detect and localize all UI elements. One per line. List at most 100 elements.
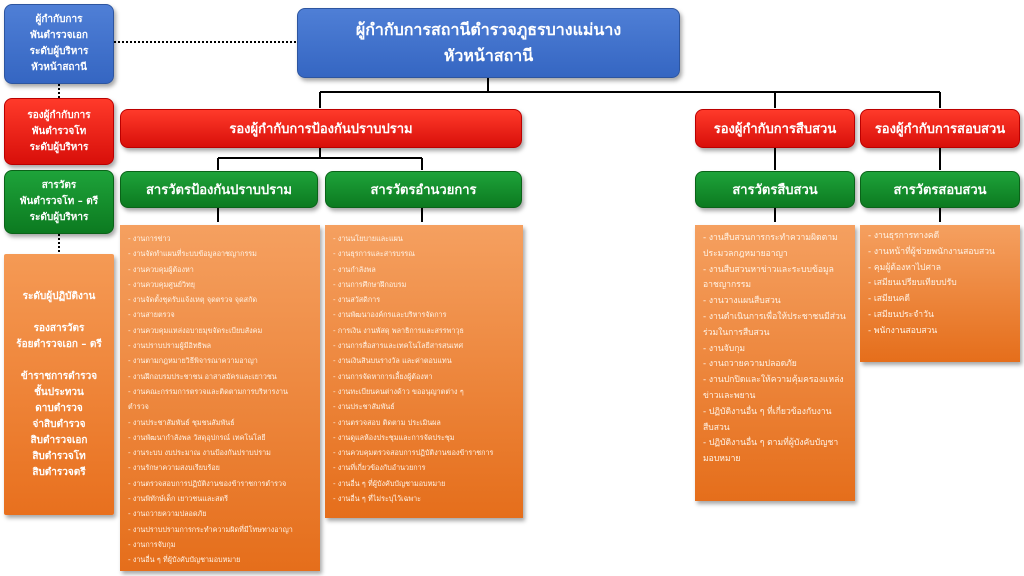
deputy-label: รองผู้กำกับการป้องกันปราบปราม	[229, 122, 413, 137]
inspector-label: สารวัตรอำนวยการ	[370, 183, 477, 198]
duties-investigation-list: - งานสืบสวนการกระทำความผิดตามประมวลกฎหมา…	[695, 225, 855, 501]
legend-text: ระดับผู้บริหาร	[29, 212, 89, 223]
legend-text: ผู้กำกับการ	[35, 14, 83, 25]
duty-item: - งานธุรการทางคดี	[868, 231, 940, 241]
duty-item: - งานควบคุมผู้ต้องหา	[128, 264, 194, 274]
duty-item: - งานรักษาความสงบเรียบร้อย	[128, 463, 220, 473]
duty-item: - งานอื่น ๆ ที่ไม่ระบุไว้เฉพาะ	[333, 494, 422, 504]
duty-item: - งานถวายความปลอดภัย	[703, 359, 797, 370]
duty-item: - งานตรวจสอบการปฏิบัติงานของข้าราชการตำร…	[128, 478, 287, 488]
duty-item: - คุมผู้ต้องหาไปศาล	[868, 262, 942, 273]
duty-item: - งานควบคุมศูนย์วิทยุ	[128, 279, 195, 289]
duty-item: - งานวางแผนสืบสวน	[703, 296, 781, 307]
legend-text: ข้าราชการตำรวจ	[20, 370, 98, 382]
duty-item: - เสมียนคดี	[868, 294, 910, 305]
legend-text: ระดับผู้บริหาร	[29, 141, 89, 153]
duty-item: - งานอื่น ๆ ที่ผู้บังคับบัญชามอบหมาย	[128, 555, 241, 565]
duty-item: - เสมียนประจำวัน	[868, 309, 934, 320]
duties-prevention-list: - งานการข่าว - งานจัดทำแผนที่ระบบข้อมูลอา…	[120, 225, 320, 571]
duty-item: - ปฏิบัติงานอื่น ๆ ตามที่ผู้บังคับบัญชาม…	[703, 438, 839, 465]
inspector-label: สารวัตรสืบสวน	[732, 183, 818, 198]
duty-item: - งานปราบปรามผู้มีอิทธิพล	[128, 341, 212, 351]
duty-item: - งานสืบสวนหาข่าวและระบบข้อมูลอาชญากรรม	[703, 264, 834, 291]
duty-item: - งานจัดตั้งชุดรับแจ้งเหตุ จุดตรวจ จุดสก…	[128, 295, 258, 305]
inspector-prevention-box: สารวัตรป้องกันปราบปราม	[120, 171, 318, 208]
duty-item: - งานกำลังพล	[333, 264, 376, 274]
duty-item: - งานควบคุมตรวจสอบการปฏิบัติงานของข้าราช…	[333, 448, 494, 458]
duty-item: - งานทะเบียนคนต่างด้าว ขออนุญาตต่าง ๆ	[333, 386, 464, 396]
legend-text: สารวัตร	[41, 180, 77, 191]
duty-item: - งานปราบปรามการกระทำความผิดที่มีโทษทางอ…	[128, 524, 293, 534]
duty-item: - ปฏิบัติงานอื่น ๆ ที่เกี่ยวข้องกับงานสื…	[703, 406, 832, 433]
duty-item: - การเงิน งานพัสดุ พลาธิการและสรรพาวุธ	[333, 325, 464, 335]
duty-item: - พนักงานสอบสวน	[868, 325, 938, 336]
duty-item: - งานการจัดหาการเลี้ยงผู้ต้องหา	[333, 371, 433, 381]
legend-text: จ่าสิบตำรวจ	[32, 418, 86, 430]
legend-operational: ระดับผู้ปฏิบัติงาน รองสารวัตร ร้อยตำรวจเ…	[4, 254, 114, 515]
deputy-prevention-box: รองผู้กำกับการป้องกันปราบปราม	[120, 109, 522, 148]
duty-item: - งานพัฒนากำลังพล วัสดุอุปกรณ์ เทคโนโลยี	[128, 432, 266, 442]
duty-item: - งานสายตรวจ	[128, 310, 175, 320]
duty-item: - งานคณะกรรมการตรวจและติดตามการบริหารงาน	[128, 386, 288, 396]
duties-inquiry-list: - งานธุรการทางคดี - งานหน้าที่ผู้ช่วยพนัก…	[860, 225, 1020, 362]
legend-deputy: รองผู้กำกับการ พันตำรวจโท ระดับผู้บริหาร	[4, 98, 114, 165]
duty-item: - งานปกปิดและให้ความคุ้มครองแหล่งข่าวและ…	[703, 375, 844, 401]
legend-text: ระดับผู้ปฏิบัติงาน	[22, 290, 96, 302]
duty-item: - งานประชาสัมพันธ์	[333, 402, 395, 412]
duty-item: - งานประชาสัมพันธ์ ชุมชนสัมพันธ์	[128, 417, 235, 427]
inspector-inquiry-box: สารวัตรสอบสวน	[860, 171, 1020, 208]
inspector-investigation-box: สารวัตรสืบสวน	[695, 171, 855, 208]
deputy-inquiry-box: รองผู้กำกับการสอบสวน	[860, 109, 1020, 148]
legend-text: หัวหน้าสถานี	[31, 62, 87, 73]
top-title: ผู้กำกับการสถานีตำรวจภูธรบางแม่นาง	[355, 20, 622, 39]
duty-item: - งานการศึกษาฝึกอบรม	[333, 279, 407, 289]
duty-item: - งานการข่าว	[128, 234, 171, 243]
duty-item: ตำรวจ	[128, 402, 149, 412]
duty-item: - งานตรวจสอบ ติดตาม ประเมินผล	[333, 417, 441, 427]
duty-item: - งานดำเนินการเพื่อให้ประชาชนมีส่วนร่วมใ…	[703, 311, 846, 338]
legend-text: ชั้นประทวน	[34, 386, 84, 398]
duty-item: - งานอื่น ๆ ที่ผู้บังคับบัญชามอบหมาย	[333, 478, 446, 488]
inspector-label: สารวัตรป้องกันปราบปราม	[146, 183, 292, 198]
inspector-label: สารวัตรสอบสวน	[893, 183, 987, 198]
duty-item: - งานจับกุม	[703, 343, 746, 354]
duty-item: - งานพัฒนาองค์กรและบริหารจัดการ	[333, 310, 447, 320]
legend-text: สิบตำรวจเอก	[30, 434, 88, 446]
legend-superintendent: ผู้กำกับการ พันตำรวจเอก ระดับผู้บริหาร ห…	[4, 4, 114, 84]
legend-inspector: สารวัตร พันตำรวจโท – ตรี ระดับผู้บริหาร	[4, 170, 114, 234]
duty-item: - งานธุรการและสารบรรณ	[333, 249, 415, 259]
legend-text: ร้อยตำรวจเอก – ตรี	[16, 338, 102, 350]
inspector-administration-box: สารวัตรอำนวยการ	[325, 171, 522, 208]
legend-text: พันตำรวจเอก	[30, 30, 88, 41]
duty-item: - งานการสื่อสารและเทคโนโลยีสารสนเทศ	[333, 341, 464, 351]
legend-text: สิบตำรวจโท	[32, 450, 86, 462]
legend-text: รองสารวัตร	[33, 322, 85, 334]
legend-text: รองผู้กำกับการ	[27, 109, 91, 121]
deputy-label: รองผู้กำกับการสืบสวน	[713, 122, 837, 137]
duty-item: - งานนโยบายและแผน	[333, 234, 403, 243]
duty-item: - งานถวายความปลอดภัย	[128, 509, 207, 519]
deputy-label: รองผู้กำกับการสอบสวน	[874, 122, 1006, 137]
duty-item: - งานดูแลห้องประชุมและการจัดประชุม	[333, 432, 455, 442]
top-subtitle: หัวหน้าสถานี	[443, 46, 534, 65]
duty-item: - งานระบบ งบประมาณ งานป้องกันปราบปราม	[128, 448, 271, 458]
duty-item: - งานหน้าที่ผู้ช่วยพนักงานสอบสวน	[868, 246, 995, 257]
duty-item: - งานควบคุมแหล่งอบายมุขจัดระเบียบสังคม	[128, 325, 263, 335]
deputy-investigation-box: รองผู้กำกับการสืบสวน	[695, 109, 855, 148]
duty-item: - งานพิทักษ์เด็ก เยาวชนและสตรี	[128, 494, 229, 504]
legend-text: พันตำรวจโท – ตรี	[19, 196, 99, 207]
duty-item: - งานจัดทำแผนที่ระบบข้อมูลอาชญากรรม	[128, 249, 257, 259]
duty-item: - งานสวัสดิการ	[333, 295, 381, 305]
duty-item: - งานฝึกอบรมประชาชน อาสาสมัครและเยาวชน	[128, 371, 277, 381]
duty-item: - งานเงินสินบนรางวัล และค่าตอบแทน	[333, 356, 452, 366]
duty-item: - งานตามกฎหมายวิธีพิจารณาความอาญา	[128, 356, 258, 366]
legend-text: ระดับผู้บริหาร	[29, 46, 89, 57]
legend-text: สิบตำรวจตรี	[32, 466, 86, 478]
duty-item: - เสมียนเปรียบเทียบปรับ	[868, 278, 957, 289]
legend-text: พันตำรวจโท	[31, 125, 87, 137]
station-superintendent-box: ผู้กำกับการสถานีตำรวจภูธรบางแม่นาง หัวหน…	[297, 8, 680, 78]
duty-item: - งานสืบสวนการกระทำความผิดตามประมวลกฎหมา…	[703, 233, 838, 259]
legend-text: ดาบตำรวจ	[35, 402, 83, 414]
duties-administration-list: - งานนโยบายและแผน - งานธุรการและสารบรรณ - …	[325, 225, 523, 518]
